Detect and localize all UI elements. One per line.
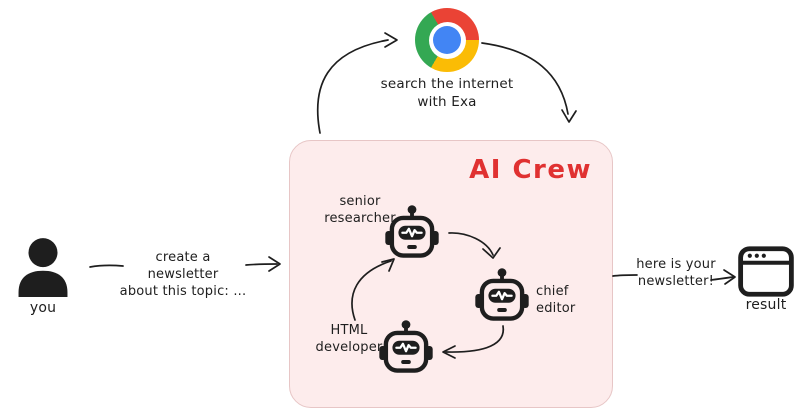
- browser-window-icon: [738, 246, 794, 297]
- member-label-html-developer: HTML developer: [315, 323, 383, 355]
- chrome-icon: [415, 8, 479, 72]
- search-caption: search the internet with Exa: [380, 76, 514, 110]
- robot-icon-senior-researcher: [384, 203, 440, 259]
- member-label-senior-researcher: senior researcher: [324, 194, 396, 226]
- robot-icon-chief-editor: [474, 266, 530, 322]
- ai-crew-box: [289, 140, 613, 408]
- user-prompt-text: create a newsletter about this topic: ..…: [119, 250, 247, 299]
- member-label-chief-editor: chief editor: [536, 284, 576, 316]
- result-label: result: [745, 297, 787, 313]
- chrome-icon-core: [433, 26, 461, 54]
- crew-title: AI Crew: [469, 155, 592, 185]
- user-label: you: [29, 300, 57, 316]
- output-text: here is your newsletter!: [636, 257, 716, 289]
- robot-icon-html-developer: [378, 318, 434, 374]
- user-icon: [18, 238, 68, 297]
